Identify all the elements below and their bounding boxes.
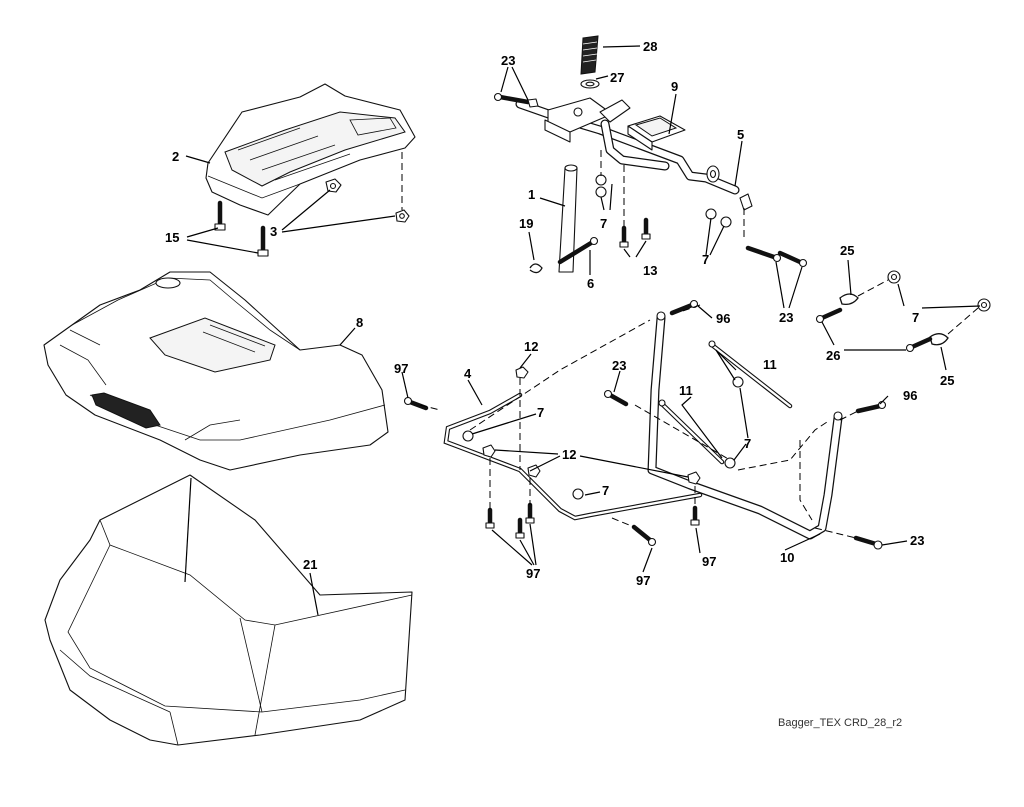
drawing-id-label: Bagger_TEX CRD_28_r2 bbox=[778, 717, 902, 729]
bagger-lid-part bbox=[43, 271, 389, 471]
callout-21: 21 bbox=[303, 557, 317, 572]
callout-8: 8 bbox=[356, 315, 363, 330]
callout-23-bottom: 23 bbox=[910, 533, 924, 548]
bolts-13 bbox=[619, 165, 651, 248]
callout-9: 9 bbox=[671, 79, 678, 94]
callout-12-mid: 12 bbox=[562, 447, 576, 462]
washer-27 bbox=[580, 79, 600, 89]
strut-11b bbox=[658, 399, 725, 465]
screw-15b bbox=[257, 225, 269, 257]
callout-23-top: 23 bbox=[501, 53, 515, 68]
callout-28: 28 bbox=[643, 39, 657, 54]
callout-7-right: 7 bbox=[702, 252, 709, 267]
callout-26: 26 bbox=[826, 348, 840, 363]
frame-10 bbox=[647, 311, 843, 540]
callout-7-far-right: 7 bbox=[912, 310, 919, 325]
callout-13: 13 bbox=[643, 263, 657, 278]
bolt-97-left bbox=[403, 396, 429, 411]
nut-3a bbox=[325, 178, 342, 193]
callout-7-lower: 7 bbox=[602, 483, 609, 498]
bolt-96-top bbox=[669, 299, 699, 316]
bolt-23-right bbox=[745, 245, 808, 268]
callout-27: 27 bbox=[610, 70, 624, 85]
pin-26b bbox=[905, 336, 933, 353]
callout-11-right: 11 bbox=[763, 357, 777, 372]
callout-6: 6 bbox=[587, 276, 594, 291]
callout-7-upper: 7 bbox=[600, 216, 607, 231]
pin-6 bbox=[557, 236, 599, 265]
callout-25-bottom: 25 bbox=[940, 373, 954, 388]
callout-97-left: 97 bbox=[394, 361, 408, 376]
callout-4: 4 bbox=[464, 366, 472, 381]
nut-7-lower bbox=[572, 488, 584, 500]
screw-15a bbox=[214, 200, 226, 231]
grip-28 bbox=[580, 35, 599, 75]
callout-96-top: 96 bbox=[716, 311, 730, 326]
clip-25b bbox=[929, 333, 949, 346]
callout-2: 2 bbox=[172, 149, 179, 164]
clip-19 bbox=[529, 263, 543, 274]
callout-23-right: 23 bbox=[779, 310, 793, 325]
rail-4 bbox=[443, 392, 703, 521]
callout-97-bottom: 97 bbox=[526, 566, 540, 581]
callout-5: 5 bbox=[737, 127, 744, 142]
bolt-23-bottom bbox=[853, 535, 883, 550]
pin-26a bbox=[815, 307, 843, 324]
leader-lid-to-bag bbox=[184, 477, 192, 583]
strut-11a bbox=[708, 340, 793, 409]
nut-7-struts bbox=[724, 376, 744, 469]
nut-7-upper bbox=[595, 150, 607, 198]
callout-11-left: 11 bbox=[679, 383, 693, 398]
cap-7a bbox=[887, 270, 901, 284]
callout-7-rail: 7 bbox=[537, 405, 544, 420]
dashed-assembly-lines bbox=[419, 304, 859, 539]
callout-12-top: 12 bbox=[524, 339, 538, 354]
nuts-12 bbox=[482, 366, 701, 485]
callout-1: 1 bbox=[528, 187, 535, 202]
callout-96-right: 96 bbox=[903, 388, 917, 403]
callout-3: 3 bbox=[270, 224, 277, 239]
callout-10: 10 bbox=[780, 550, 794, 565]
bolt-23-mid bbox=[603, 389, 629, 407]
clip-25a bbox=[839, 293, 859, 306]
grass-bag-part bbox=[44, 474, 413, 746]
top-cover-part bbox=[205, 83, 416, 216]
callout-25-top: 25 bbox=[840, 243, 854, 258]
handle-frame bbox=[515, 97, 740, 195]
bolt-23-top bbox=[493, 92, 539, 108]
leader-lines bbox=[185, 45, 981, 616]
bolts-97-bottom bbox=[485, 502, 700, 547]
callout-23-mid: 23 bbox=[612, 358, 626, 373]
callout-15: 15 bbox=[165, 230, 179, 245]
cap-7b bbox=[977, 298, 991, 312]
callout-97-center: 97 bbox=[636, 573, 650, 588]
collar-5 bbox=[706, 165, 753, 240]
callout-19: 19 bbox=[519, 216, 533, 231]
nut-3b bbox=[395, 209, 410, 223]
callout-labels: 28 27 23 9 5 1 2 15 3 7 19 13 6 7 23 25 … bbox=[165, 39, 954, 588]
callout-7-strut: 7 bbox=[744, 436, 751, 451]
callout-97-right: 97 bbox=[702, 554, 716, 569]
tube-1 bbox=[558, 164, 578, 273]
